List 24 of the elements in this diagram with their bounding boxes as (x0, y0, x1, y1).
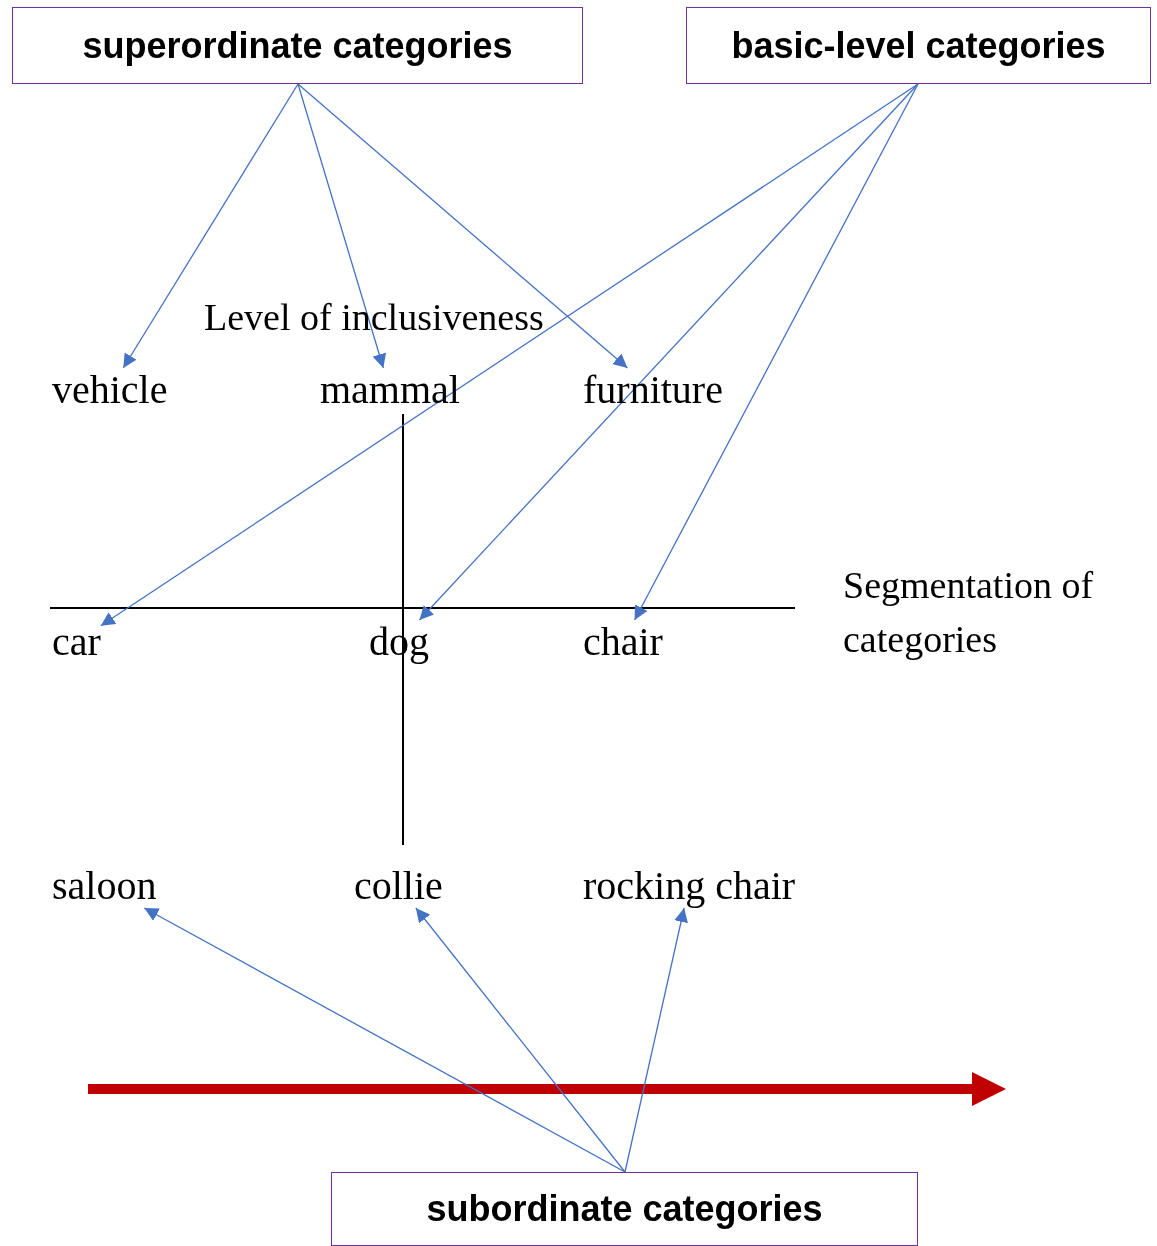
arrow (297, 83, 629, 369)
arrow (297, 83, 387, 369)
box-label: basic-level categories (731, 24, 1106, 67)
axis-title: Level of inclusiveness (204, 295, 545, 340)
category-box (331, 1172, 918, 1246)
category-term: chair (583, 620, 663, 664)
category-term: mammal (320, 368, 460, 412)
box-label: subordinate categories (426, 1188, 823, 1230)
category-term: saloon (52, 864, 157, 908)
arrow (633, 83, 919, 621)
arrow (418, 83, 919, 621)
category-box (12, 7, 583, 84)
arrow (415, 907, 626, 1173)
arrow (624, 907, 688, 1173)
category-term: collie (354, 864, 443, 908)
category-term: rocking chair (583, 864, 796, 908)
axis-title: Segmentation of categories (843, 563, 1095, 662)
arrow (143, 907, 626, 1173)
category-term: vehicle (52, 368, 168, 412)
arrow (100, 83, 919, 627)
category-term: car (52, 620, 101, 664)
box-label: superordinate categories (82, 24, 513, 67)
category-box (686, 7, 1151, 84)
arrow (122, 83, 299, 369)
